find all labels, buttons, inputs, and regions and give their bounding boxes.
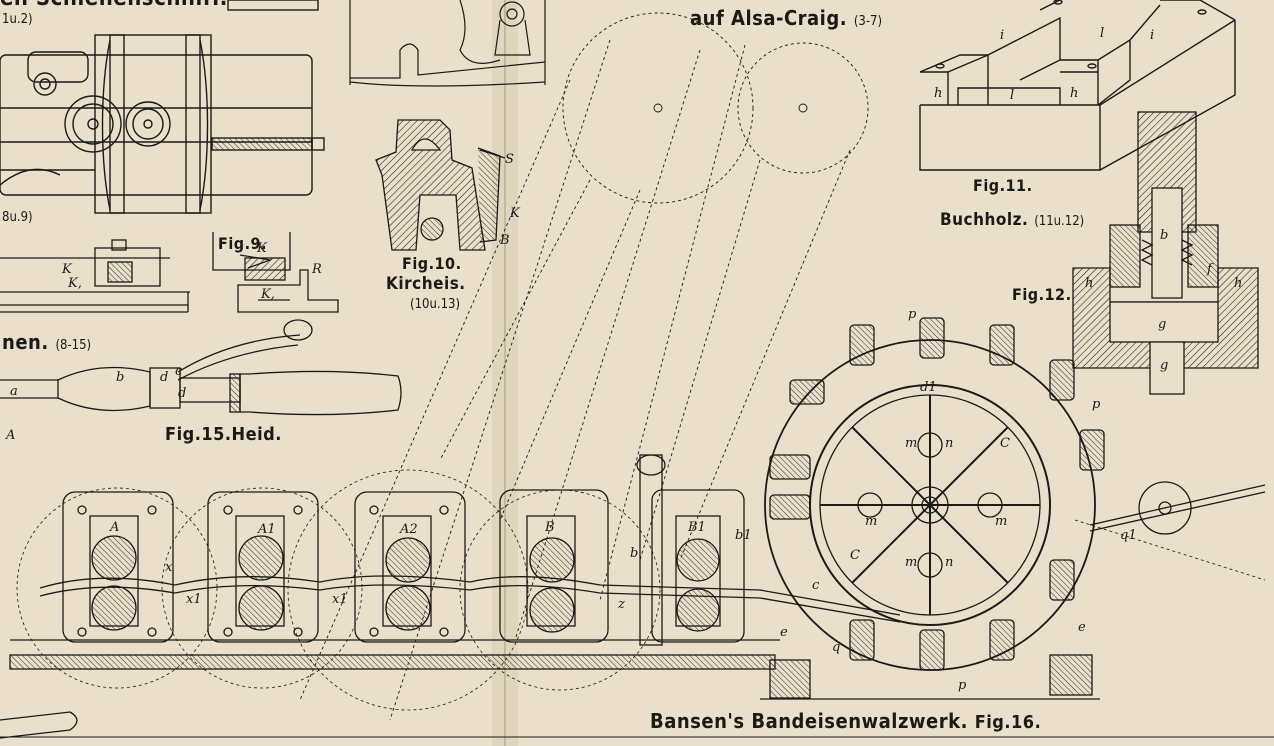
letter-A1: A1: [258, 522, 276, 537]
page-fold: [492, 0, 518, 746]
letter-m-right: m: [995, 514, 1008, 529]
letter-b-fig12: b: [1160, 228, 1169, 243]
fig-11-buchholz: [919, 0, 1236, 171]
letter-e-right: e: [1078, 620, 1086, 635]
letter-d1: d1: [920, 380, 937, 395]
letter-x1-a: x1: [186, 592, 202, 607]
letter-B-stand: B: [545, 520, 555, 535]
letter-m-left: m: [865, 514, 878, 529]
fig-14-handle: [0, 711, 78, 739]
letter-h-fig12-right: h: [1234, 276, 1243, 291]
letter-C-right: C: [1000, 436, 1010, 451]
fig-9-drawing: [212, 232, 339, 313]
letter-A2: A2: [400, 522, 418, 537]
fig-16-rolling-mill: [9, 317, 1266, 711]
letter-p-top: p: [908, 307, 917, 322]
heading-schienenschnitt-ref: 1u.2): [2, 12, 33, 27]
letter-p-bottom: p: [958, 678, 967, 693]
heading-alsa-craig: auf Alsa-Craig. (3-7): [690, 6, 883, 30]
letter-K1: K,: [261, 287, 275, 302]
letter-h-fig12-left: h: [1085, 276, 1094, 291]
letter-i-right: i: [1150, 28, 1155, 43]
letter-b-fig15: b: [116, 370, 125, 385]
letter-K-fig10: K: [510, 206, 520, 221]
letter-A-stand: A: [110, 520, 120, 535]
letter-e-left: e: [780, 625, 788, 640]
letter-d-fig15: d: [160, 370, 169, 385]
letter-c-fig15: c: [175, 364, 183, 379]
letter-K1-fig8: K,: [68, 276, 82, 291]
letter-i-left: i: [1000, 28, 1005, 43]
letter-l-back: l: [1100, 26, 1105, 41]
fig-10-ref: (10u.13): [410, 297, 461, 312]
letter-K-fig8: K: [62, 262, 72, 277]
fig-16-caption: Bansen's Bandeisenwalzwerk. Fig.16.: [650, 709, 1042, 733]
letter-B1: B1: [688, 520, 706, 535]
letter-K: K: [257, 241, 267, 256]
letter-q-bottom: q: [832, 640, 841, 655]
letter-a-fig15: a: [10, 384, 18, 399]
letter-d-fig15b: d: [178, 386, 187, 401]
letter-g-fig12-stem: g: [1160, 358, 1169, 373]
letter-q1: q1: [1120, 528, 1137, 543]
letter-p-right: p: [1092, 397, 1101, 412]
letter-R: R: [312, 262, 322, 277]
letter-n-top: n: [945, 436, 954, 451]
fig-3-sketch: [349, 0, 546, 87]
letter-A: A: [6, 428, 16, 443]
fig-1-2-machine: [0, 0, 325, 214]
letter-m-top: m: [905, 436, 918, 451]
fig-11-label: Fig.11.: [973, 176, 1033, 195]
letter-g-fig12: g: [1158, 317, 1167, 332]
fig-12-label: Fig.12.: [1012, 285, 1072, 304]
fig-10-kircheis: [375, 119, 506, 251]
letter-C-left: C: [850, 548, 860, 563]
fig-8-rail: [0, 239, 190, 313]
letter-S: S: [505, 152, 514, 167]
letter-h-left: h: [934, 86, 943, 101]
fig-15-label: Fig.15.Heid.: [165, 424, 282, 445]
letter-h-right: h: [1070, 86, 1079, 101]
letter-l-front: l: [1010, 88, 1015, 103]
heading-fig8-ref: 8u.9): [2, 210, 33, 225]
letter-b1: b1: [735, 528, 752, 543]
fig-9-label: Fig.9.: [218, 234, 268, 253]
fig-11-name: Buchholz. (11u.12): [940, 210, 1085, 230]
letter-m-bottom: m: [905, 555, 918, 570]
letter-x-a: x: [165, 560, 173, 575]
fig-10-name: Kircheis.: [386, 274, 466, 294]
letter-b-mill: b: [630, 546, 639, 561]
letter-x1-b: x1: [332, 592, 348, 607]
letter-n-bottom: n: [945, 555, 954, 570]
letter-f-fig12: f: [1207, 262, 1212, 277]
letter-B-fig10: B: [500, 233, 510, 248]
alsa-craig-pulleys: [299, 12, 869, 721]
heading-schienenschnitt: en Schienenschniff.: [0, 0, 228, 11]
fig-10-label: Fig.10.: [402, 254, 462, 273]
heading-nen: nen. (8-15): [2, 330, 92, 354]
letter-z: z: [618, 597, 625, 612]
fig-12-section: [1072, 111, 1259, 395]
fig-15-heid-tool: [0, 319, 402, 416]
letter-c-drum: c: [812, 578, 820, 593]
